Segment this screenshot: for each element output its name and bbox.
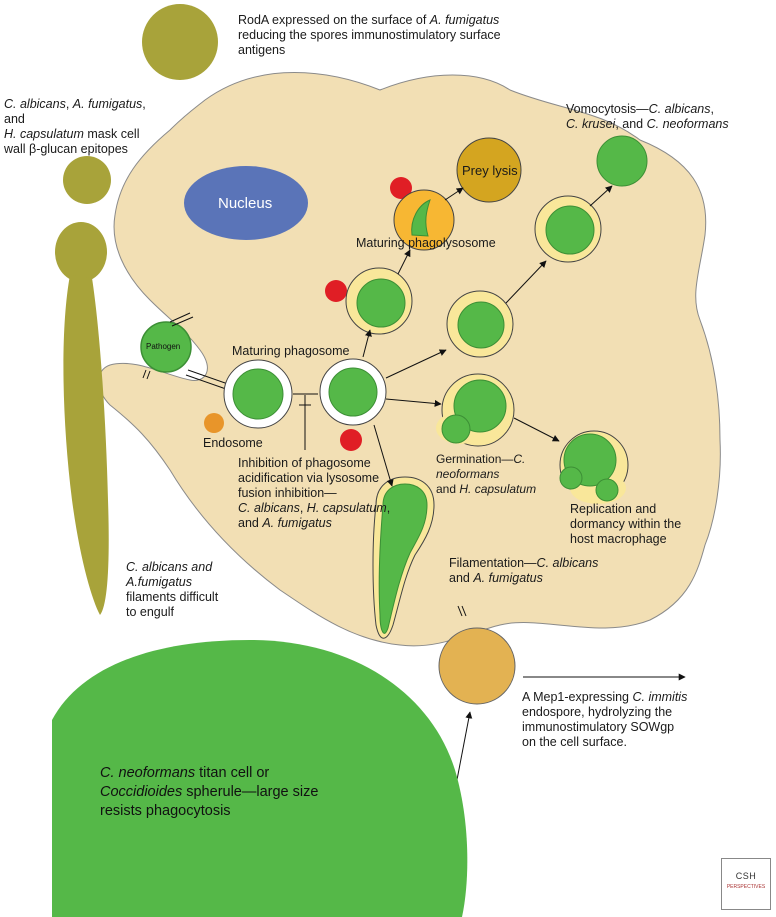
cell-edge-mark	[461, 605, 467, 617]
pathogen-contact-line	[171, 316, 194, 327]
prey-lysis-label: Prey lysis	[462, 163, 518, 178]
filament-fungus	[378, 483, 428, 634]
maturing-phagosome-label: Maturing phagosome	[232, 344, 350, 358]
nucleus-label: Nucleus	[218, 195, 273, 212]
vomocytosis-phagosome-1-fungus	[457, 301, 505, 349]
phagosome-1-fungus	[232, 368, 284, 420]
germination-label: Germination—C. neoformans and H. capsula…	[436, 452, 537, 496]
mep1-endospore	[438, 627, 516, 705]
pathogen-label: Pathogen	[146, 342, 181, 351]
endospore-arrow-up	[455, 711, 473, 786]
titan-label: C. neoformans titan cell or Coccidioides…	[100, 765, 319, 819]
roda-label: RodA expressed on the surface of A. fumi…	[238, 13, 501, 57]
logo-text: CSH	[735, 871, 757, 881]
pathogen-contact-line	[146, 370, 151, 380]
vomocytosis-phagosome-2-fungus	[545, 205, 595, 255]
uptake-arrow	[187, 369, 229, 385]
masked-spore	[55, 222, 107, 282]
phagolysosome-fungus	[356, 278, 406, 328]
arrow-expulsion	[589, 185, 613, 207]
csh-perspectives-logo: CSH PERSPECTIVES	[721, 858, 771, 910]
uptake-arrow	[185, 374, 227, 390]
lysosome	[340, 429, 362, 451]
lysosome	[390, 177, 412, 199]
filament-hypha	[63, 275, 109, 615]
replication-label: Replication and dormancy within the host…	[570, 502, 682, 546]
filamentation-label: Filamentation—C. albicans and A. fumigat…	[449, 556, 599, 585]
pathogen-contact-line	[169, 312, 191, 323]
arrow-vomocytosis-next	[505, 260, 547, 304]
arrow-to-germination	[385, 398, 442, 407]
arrow-to-prey-lysis	[444, 187, 464, 201]
germination-bud	[441, 414, 471, 444]
titan-cell	[52, 640, 468, 917]
prey-lysis	[456, 137, 522, 203]
degraded-fungus	[411, 199, 431, 237]
phagosome-2-fungus	[328, 367, 378, 417]
inhibition-label: Inhibition of phagosome acidification vi…	[238, 456, 391, 530]
endosome	[204, 413, 224, 433]
arrow-to-filamentation	[373, 424, 394, 487]
replication-bud	[559, 466, 583, 490]
expelled-fungus	[596, 135, 648, 187]
pathogen	[140, 321, 192, 373]
replication-bud	[595, 478, 619, 502]
arrow-to-vomocytosis	[385, 349, 447, 379]
endosome-label: Endosome	[203, 436, 263, 450]
lysosome	[325, 280, 347, 302]
mask-label: C. albicans, A. fumigatus, and H. capsul…	[4, 97, 146, 156]
arrow-to-replication	[513, 417, 560, 442]
germination-mother	[453, 379, 507, 433]
cell-edge-mark	[457, 605, 463, 617]
maturing-phagolysosome-label: Maturing phagolysosome	[356, 236, 496, 250]
masked-spore-small	[63, 156, 111, 204]
arrow-to-maturing	[397, 249, 411, 275]
mep1-label: A Mep1-expressing C. immitis endospore, …	[522, 690, 688, 749]
filaments-label: C. albicans and A.fumigatus filaments di…	[126, 560, 219, 619]
pathogen-contact-line	[142, 369, 147, 379]
arrow-to-phagolysosome	[362, 329, 372, 358]
nucleus	[184, 166, 308, 240]
logo-subtext: PERSPECTIVES	[726, 884, 766, 890]
vomocytosis-label: Vomocytosis—C. albicans, C. krusei, and …	[566, 102, 729, 131]
roda-spore	[142, 4, 218, 80]
